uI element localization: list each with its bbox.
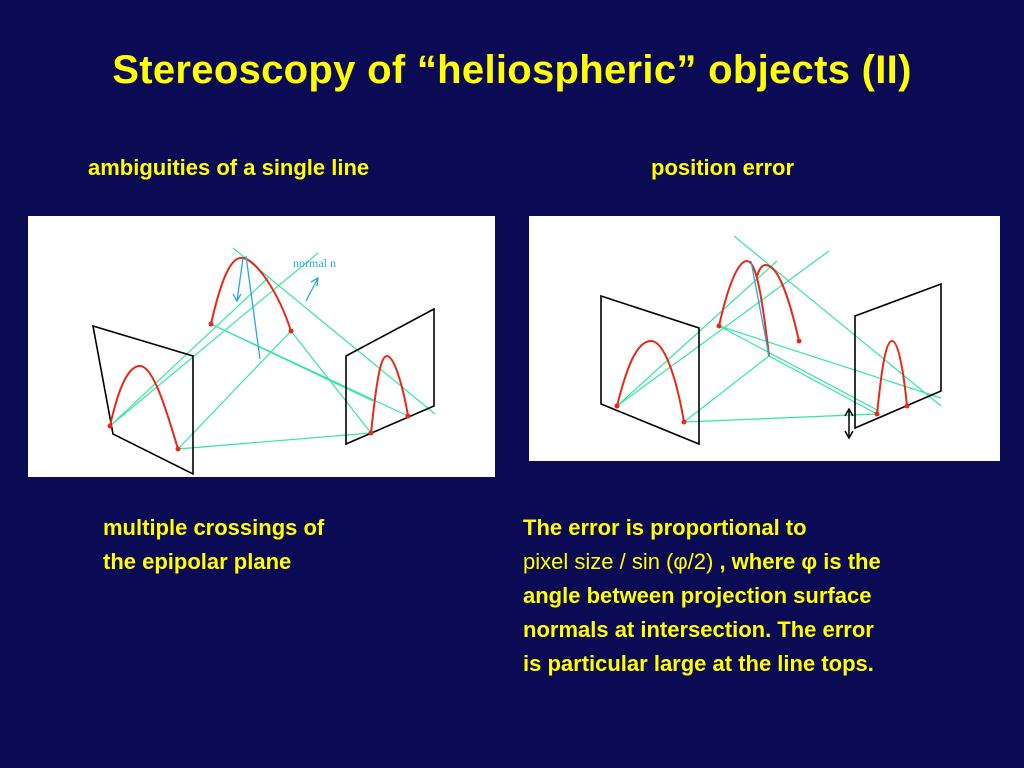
left-projection-plane [600, 294, 700, 446]
left-plane-curve [616, 339, 685, 423]
right-caption-formula-line: pixel size / sin (φ/2) , where φ is the [523, 545, 993, 579]
projection-planes [600, 282, 942, 446]
projection-planes [91, 307, 435, 476]
left-projection-plane [91, 324, 194, 476]
right-caption: The error is proportional to pixel size … [523, 511, 993, 681]
phi-symbol: φ [801, 549, 818, 574]
left-caption-line: the epipolar plane [103, 549, 292, 574]
right-caption-line: normals at intersection. The error [523, 617, 874, 642]
intersection-points [107, 321, 411, 452]
formula-text-end: /2) [687, 549, 714, 574]
red-curves [616, 259, 908, 423]
left-caption-line: multiple crossings of [103, 515, 325, 540]
left-caption: multiple crossings of the epipolar plane [103, 511, 324, 579]
right-caption-line: The error is proportional to [523, 515, 807, 540]
left-plane-curve [109, 364, 179, 450]
top-curve-b [756, 264, 800, 342]
top-curve-a [718, 259, 770, 357]
normal-arrows [232, 255, 319, 360]
error-arrow [844, 407, 854, 440]
caption-text: is the [817, 549, 881, 574]
intersection-points [614, 323, 910, 425]
right-heading: position error [651, 155, 795, 180]
right-caption-line: is particular large at the line tops. [523, 651, 874, 676]
left-heading: ambiguities of a single line [88, 155, 370, 180]
epipolar-lines [109, 247, 436, 450]
epipolar-lines [616, 235, 942, 423]
phi-symbol: φ [673, 549, 688, 574]
slide-title: Stereoscopy of “heliospheric” objects (I… [112, 48, 912, 92]
position-error-diagram [529, 216, 1000, 461]
right-plane-curve [876, 339, 908, 415]
right-plane-curve [370, 354, 409, 434]
formula-text: pixel size / sin ( [523, 549, 674, 574]
caption-text: , where [713, 549, 802, 574]
normal-lines [750, 260, 770, 357]
right-projection-plane [345, 307, 435, 446]
right-caption-line: angle between projection surface [523, 583, 872, 608]
ambiguity-diagram: normal n [28, 216, 495, 477]
right-projection-plane [854, 282, 942, 430]
normal-label: normal n [293, 256, 336, 270]
